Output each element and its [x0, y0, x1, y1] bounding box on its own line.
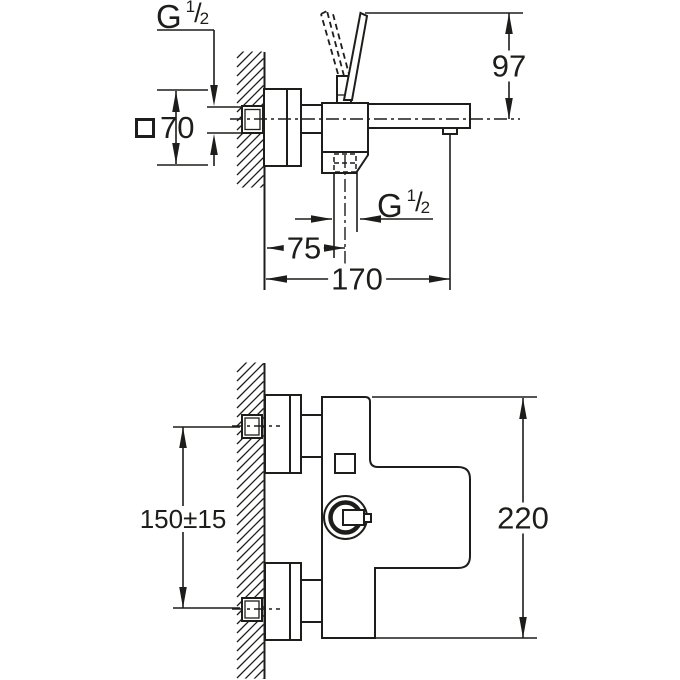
dim-label-rosette-size: 70 — [135, 112, 194, 143]
spout — [367, 103, 471, 129]
escutcheon-plan-right — [264, 562, 302, 641]
lever-handle-alt — [320, 10, 351, 79]
mixer-body-plan — [321, 396, 471, 639]
connector-plan-right — [300, 579, 323, 623]
dim-label-220: 220 — [494, 502, 552, 534]
rosette-size-value: 70 — [160, 110, 195, 145]
dim-label-75: 75 — [283, 232, 325, 264]
side-view — [157, 10, 523, 290]
square-symbol-icon — [135, 117, 155, 138]
escutcheon-side — [263, 88, 302, 167]
dim-label-97: 97 — [488, 50, 530, 82]
aerator — [442, 127, 458, 135]
wall-hatch-bottom — [236, 345, 264, 680]
connector-plan-left — [300, 414, 323, 458]
arrowheads-side — [172, 13, 513, 283]
dim-label-170: 170 — [328, 263, 386, 295]
escutcheon-plan-left — [264, 394, 302, 474]
handle-knob — [323, 495, 372, 540]
lever-handle — [336, 11, 369, 104]
arrowheads-plan — [179, 398, 527, 638]
dim-label-150: 150±15 — [136, 506, 230, 532]
mixer-body-side — [321, 102, 369, 153]
plan-view — [173, 337, 537, 680]
thread-size-letter: G — [156, 0, 182, 35]
square-detail — [334, 453, 356, 474]
